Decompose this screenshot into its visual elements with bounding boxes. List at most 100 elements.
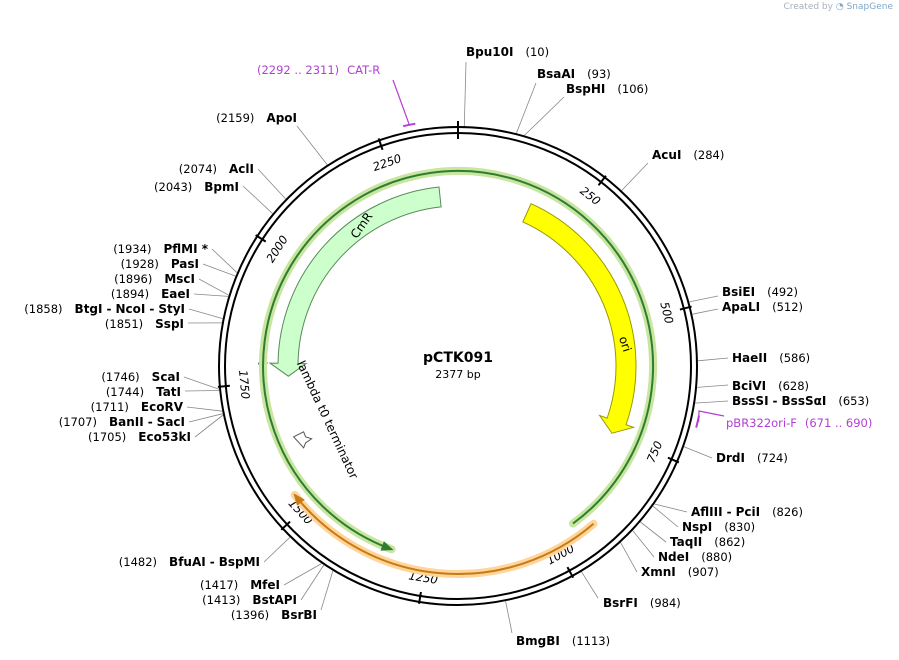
site-leader-line (683, 446, 713, 459)
site-position: (1396) (231, 608, 269, 622)
site-leader-line (524, 96, 565, 136)
site-enzyme-name: AclI (229, 162, 254, 176)
restriction-site-label: TaqII(862) (670, 535, 745, 549)
site-leader-line (183, 376, 220, 390)
snapgene-logo-icon: ◔ (835, 2, 844, 12)
site-leader-line (198, 278, 229, 296)
orange-orf-arrow (293, 494, 595, 575)
site-position: (1858) (24, 302, 62, 316)
restriction-site-label: AflIII-PciI(826) (691, 505, 803, 519)
site-enzyme-name: XmnI (641, 565, 676, 579)
site-enzyme-name: StyI (158, 302, 185, 316)
site-enzyme-name: PasI (171, 257, 199, 271)
site-enzyme-name: BsaAI (537, 67, 575, 81)
site-leader-line (300, 564, 325, 601)
site-separator: - (773, 394, 778, 408)
site-position: (1113) (572, 634, 610, 648)
credit-prefix: Created by (783, 2, 833, 12)
restriction-site-label: BspHI(106) (566, 82, 648, 96)
site-leader-line (463, 61, 467, 127)
restriction-site-label: AcuI(284) (652, 148, 724, 162)
tick-mark (280, 520, 291, 531)
site-position: (1707) (59, 415, 97, 429)
site-position: (2043) (154, 180, 192, 194)
ori-orf-arrow-head (380, 541, 394, 551)
plasmid-length: 2377 bp (435, 368, 480, 381)
tick-label: 2000 (263, 233, 291, 265)
site-leader-line (697, 357, 729, 362)
site-position: (880) (701, 550, 732, 564)
site-leader-line (516, 82, 537, 134)
site-separator: - (727, 505, 732, 519)
primer-label: (2292 .. 2311)CAT-R (257, 63, 380, 77)
site-enzyme-name: BtgI (75, 302, 103, 316)
site-enzyme-name: BssSαI (782, 394, 827, 408)
site-enzyme-name: Bpu10I (466, 45, 513, 59)
snapgene-credit: Created by ◔ SnapGene (783, 2, 893, 12)
site-leader-line (581, 571, 599, 599)
site-position: (830) (724, 520, 755, 534)
site-leader-line (296, 125, 328, 166)
site-leader-line (689, 295, 719, 303)
site-leader-line (263, 537, 291, 563)
site-leader-line (283, 563, 322, 586)
site-leader-line (242, 185, 273, 214)
site-leader-lines (183, 61, 729, 634)
site-enzyme-name: NcoI (115, 302, 145, 316)
tick-label: 1750 (236, 369, 252, 399)
primer-range: (2292 .. 2311) (257, 63, 339, 77)
site-separator: - (148, 415, 153, 429)
site-enzyme-name: BmgBI (516, 634, 560, 648)
site-enzyme-name: BfuAI (169, 555, 206, 569)
terminator-icon (292, 431, 313, 449)
restriction-site-label: DrdI(724) (716, 451, 788, 465)
site-separator: - (149, 302, 154, 316)
primer-label: pBR322ori-F(671 .. 690) (726, 416, 872, 430)
restriction-site-label: (1934)PflMI * (113, 242, 209, 256)
site-enzyme-name: ApoI (266, 111, 297, 125)
site-leader-line (654, 503, 688, 513)
site-leader-line (188, 413, 223, 423)
site-enzyme-name: BpmI (204, 180, 239, 194)
primer-marks: (2292 .. 2311)CAT-R pBR322ori-F(671 .. 69… (257, 63, 872, 430)
site-position: (106) (617, 82, 648, 96)
site-leader-line (202, 263, 236, 277)
tick-label: 750 (644, 439, 666, 465)
tick-label: 2250 (371, 151, 403, 174)
restriction-site-label: (1851)SspI (105, 317, 184, 331)
site-position: (1896) (114, 272, 152, 286)
restriction-site-label: (1858)BtgI-NcoI-StyI (24, 302, 185, 316)
site-leader-line (320, 570, 334, 611)
site-leader-line (632, 530, 655, 558)
site-leader-line (505, 601, 513, 634)
restriction-site-label: ApaLI(512) (722, 300, 803, 314)
restriction-site-label: NdeI(880) (658, 550, 732, 564)
orf-arrows (257, 166, 658, 578)
orange-orf-arrow-head (293, 493, 305, 506)
site-position: (1705) (88, 430, 126, 444)
site-enzyme-name: BciVI (732, 379, 766, 393)
site-leader-line (696, 384, 729, 388)
restriction-site-label: (1707)BanII-SacI (59, 415, 185, 429)
site-position: (653) (838, 394, 869, 408)
site-labels: Bpu10I(10)BsaAI(93)BspHI(106)AcuI(284)Bs… (24, 45, 869, 648)
site-enzyme-name: MscI (164, 272, 195, 286)
site-leader-line (652, 505, 679, 528)
site-enzyme-name: BspMI (219, 555, 260, 569)
site-position: (862) (714, 535, 745, 549)
site-position: (492) (767, 285, 798, 299)
restriction-site-label: (1417)MfeI (200, 578, 280, 592)
restriction-site-label: (1711)EcoRV (91, 400, 184, 414)
site-enzyme-name: BsiEI (722, 285, 755, 299)
restriction-site-label: BsaAI(93) (537, 67, 611, 81)
site-enzyme-name: SacI (157, 415, 185, 429)
site-enzyme-name: AcuI (652, 148, 681, 162)
site-position: (1851) (105, 317, 143, 331)
site-position: (1744) (106, 385, 144, 399)
restriction-site-label: BssSI-BssSαI(653) (732, 394, 869, 408)
restriction-site-label: (1746)ScaI (101, 370, 180, 384)
restriction-site-label: (1894)EaeI (111, 287, 190, 301)
terminator-label: lambda t0 terminator (294, 359, 361, 482)
site-leader-line (695, 400, 729, 404)
